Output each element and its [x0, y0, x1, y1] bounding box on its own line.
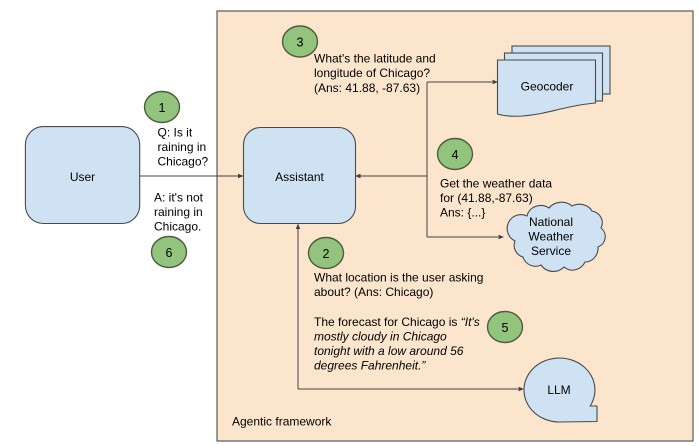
- svg-text:The forecast for Chicago is “I: The forecast for Chicago is “It's: [314, 315, 480, 329]
- svg-text:1: 1: [159, 101, 166, 115]
- svg-text:3: 3: [297, 36, 304, 50]
- svg-text:Chicago.: Chicago.: [154, 220, 201, 234]
- svg-text:for (41.88,-87.63): for (41.88,-87.63): [440, 191, 533, 205]
- svg-text:Ans: {...}: Ans: {...}: [440, 206, 485, 220]
- svg-text:6: 6: [166, 246, 173, 260]
- svg-text:LLM: LLM: [547, 383, 570, 397]
- svg-text:5: 5: [502, 321, 509, 335]
- svg-text:Weather: Weather: [528, 230, 573, 244]
- svg-text:tonight with a low around 56: tonight with a low around 56: [314, 344, 464, 358]
- svg-text:Chicago?: Chicago?: [158, 155, 209, 169]
- svg-text:Agentic framework: Agentic framework: [232, 414, 332, 428]
- svg-text:raining in: raining in: [158, 140, 207, 154]
- svg-text:A: it's not: A: it's not: [154, 191, 204, 205]
- svg-text:User: User: [70, 170, 95, 184]
- svg-text:mostly cloudy in Chicago: mostly cloudy in Chicago: [314, 329, 447, 343]
- svg-text:degrees Fahrenheit.”: degrees Fahrenheit.”: [314, 358, 426, 372]
- svg-text:(Ans: 41.88, -87.63): (Ans: 41.88, -87.63): [314, 81, 420, 95]
- svg-text:Assistant: Assistant: [275, 170, 324, 184]
- svg-text:2: 2: [323, 247, 330, 261]
- svg-text:What location is the user aski: What location is the user asking: [314, 270, 483, 284]
- svg-text:4: 4: [452, 148, 459, 162]
- svg-text:about? (Ans: Chicago): about? (Ans: Chicago): [314, 285, 433, 299]
- svg-text:Q: Is it: Q: Is it: [158, 126, 193, 140]
- svg-text:What's the latitude and: What's the latitude and: [314, 51, 436, 65]
- svg-text:raining in: raining in: [154, 205, 203, 219]
- svg-text:Geocoder: Geocoder: [521, 80, 574, 94]
- svg-text:Get the weather data: Get the weather data: [440, 177, 552, 191]
- svg-text:Service: Service: [531, 244, 571, 258]
- svg-text:National: National: [529, 215, 573, 229]
- svg-text:longitude of Chicago?: longitude of Chicago?: [314, 66, 430, 80]
